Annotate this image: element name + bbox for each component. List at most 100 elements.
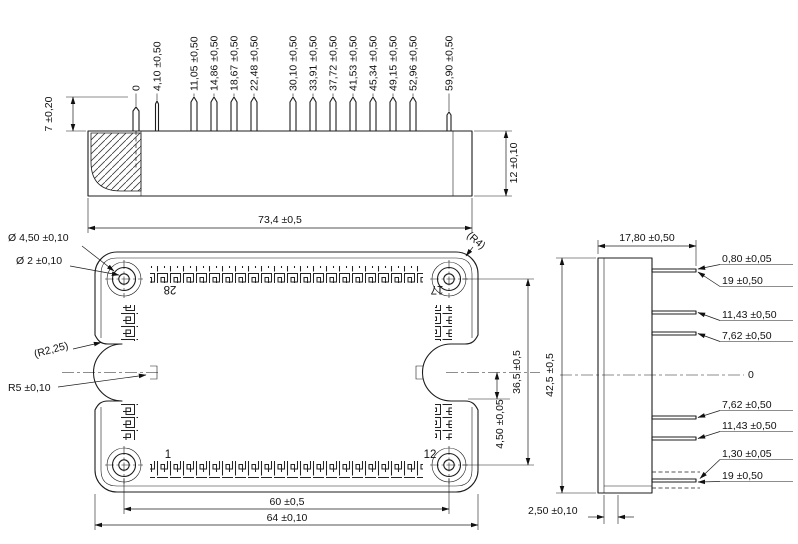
pin [289,96,297,131]
dim-pin-position-12: 52,96 ±0,50 [408,35,420,91]
top-view: 0 4,10 ±0,50 11,05 ±0,50 14,86 ±0,50 18,… [43,35,520,233]
dim-height: 42,5 ±0,5 [544,257,596,494]
pattern-strip-left-lower [121,404,138,440]
dim-pin-position-4: 18,67 ±0,50 [229,35,241,91]
dim-pin-position-7: 33,91 ±0,50 [308,35,320,91]
leader-notch-fillet [72,341,102,350]
dim-depth: 17,80 ±0,50 [597,232,697,266]
pin [309,96,317,131]
leader-pilot-hole [69,265,120,276]
pin [190,96,198,131]
leader-corner-radius [465,246,474,257]
pin [369,96,377,131]
pin [210,96,218,131]
pattern-strip-right-upper [435,305,452,341]
pin [651,478,697,483]
dim-corner-radius: (R4) [464,230,487,252]
pattern-strip-left-upper [121,305,138,341]
pin-position-extension-lines [135,93,450,111]
top-view-pins [132,96,452,168]
dim-hole-spacing-horizontal-label: 60 ±0,5 [270,496,305,508]
module-body-side [87,130,473,197]
pin [154,100,160,131]
dim-mount-hole-dia: Ø 4,50 ±0,10 [8,232,69,244]
dim-depth-label: 17,80 ±0,50 [619,232,675,244]
dim-body-height-label: 12 ±0,10 [508,142,520,183]
dim-pin-position-6: 30,10 ±0,50 [288,35,300,91]
dim-hole-spacing-horizontal: 60 ±0,5 [123,478,450,514]
pattern-strip-right-lower [435,404,452,440]
dim-body-height: 12 ±0,10 [474,130,520,197]
pin [651,310,697,315]
front-view: 28 17 1 12 Ø 4,50 ±0,10 Ø 2 ±0,10 (R4) (… [8,230,540,530]
pin [409,96,417,131]
pin [132,106,140,131]
pin [651,331,697,336]
pin-position-labels: 0 4,10 ±0,50 11,05 ±0,50 14,86 ±0,50 18,… [131,35,456,91]
pin [651,436,697,441]
lead-position-dims: 0,80 ±0,05 19 ±0,50 11,43 ±0,50 7,62 ±0,… [697,253,793,485]
pin-number-17: 17 [431,283,444,295]
pin-number-28: 28 [164,283,177,295]
dim-standoff: 2,50 ±0,10 [528,495,634,524]
dim-datum-zero: 0 [748,369,754,381]
dim-lead-762-top: 7,62 ±0,50 [722,330,772,342]
pin [250,96,258,131]
dim-pilot-hole-dia: Ø 2 ±0,10 [16,255,62,267]
dim-lead-19-bottom: 19 ±0,50 [722,470,763,482]
inner-rim-top [100,257,473,338]
dim-pin-position-5: 22,48 ±0,50 [249,35,261,91]
side-view-pins [651,268,697,483]
dim-notch-offset: 4,50 ±0,05 [468,371,510,449]
pin [446,111,452,131]
dim-pin-height: 7 ±0,20 [43,96,128,132]
inner-rim-bottom [100,407,473,487]
dim-pin-position-9: 41,53 ±0,50 [348,35,360,91]
flange-section-hatch [90,132,142,192]
leader-notch-radius [57,373,147,388]
dim-pin-height-label: 7 ±0,20 [43,96,55,131]
pattern-strip-top [150,266,423,283]
pin [230,96,238,131]
pin [389,96,397,131]
side-view: 17,80 ±0,50 42,5 ±0,5 2,50 ±0,10 0,80 ±0… [528,232,793,524]
dim-body-width-top: 73,4 ±0,5 [87,198,473,233]
dim-standoff-label: 2,50 ±0,10 [528,505,578,517]
pin [349,96,357,131]
pin [651,415,697,420]
module-outline [93,251,479,493]
module-body-end [597,257,653,494]
pin-number-1: 1 [165,449,171,461]
dim-pin-position-0: 0 [131,85,143,91]
dim-pin-position-1: 4,10 ±0,50 [152,41,164,91]
pin-slot-pattern [121,266,452,478]
notch-tab-right [415,365,423,380]
dim-lead-1143-bottom: 11,43 ±0,50 [722,420,777,432]
dim-pin-position-11: 49,15 ±0,50 [388,35,400,91]
dim-body-width-label: 73,4 ±0,5 [258,214,302,226]
pin [329,96,337,131]
dim-height-label: 42,5 ±0,5 [544,353,556,397]
dim-lead-762-bottom: 7,62 ±0,50 [722,399,772,411]
dim-pin-position-2: 11,05 ±0,50 [189,36,201,91]
dim-pin-position-10: 45,34 ±0,50 [368,35,380,91]
pin [651,268,697,273]
dim-hole-spacing-vertical-label: 36,5 ±0,5 [511,350,523,394]
dim-lead-19-top: 19 ±0,50 [722,275,763,287]
dim-hole-spacing-vertical: 36,5 ±0,5 [462,278,534,466]
dim-notch-offset-label: 4,50 ±0,05 [494,399,506,449]
pattern-strip-bottom [150,461,423,478]
dim-pin-position-13: 59,90 ±0,50 [444,35,456,91]
dim-lead-1143-top: 11,43 ±0,50 [722,309,777,321]
dim-lead-thickness-top: 0,80 ±0,05 [722,253,772,265]
dim-notch-radius: R5 ±0,10 [8,382,51,394]
dim-pin-position-3: 14,86 ±0,50 [209,35,221,91]
dim-lead-thickness-bottom: 1,30 ±0,05 [722,448,772,460]
pin-number-12: 12 [424,449,437,461]
dim-pin-position-8: 37,72 ±0,50 [328,35,340,91]
leader-mount-hole [81,245,115,272]
dim-body-width-front: 64 ±0,10 [94,494,479,530]
dim-notch-fillet: (R2,25) [33,340,70,361]
